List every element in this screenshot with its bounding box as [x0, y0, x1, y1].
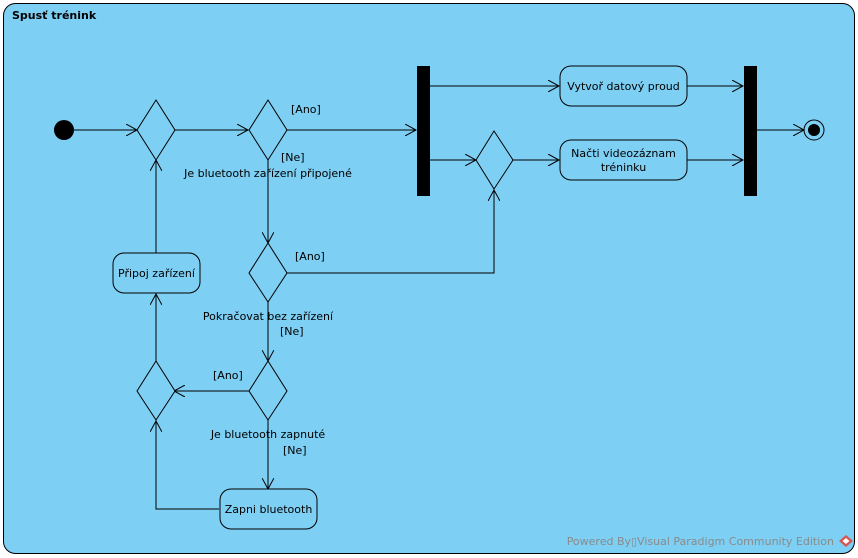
- edge-continue-yes-to-merge: [287, 190, 494, 274]
- merge-node-top: [136, 99, 176, 161]
- guard-connected-yes: [Ano]: [291, 103, 321, 116]
- guard-enabled-yes: [Ano]: [213, 369, 243, 382]
- guard-continue-no: [Ne]: [280, 325, 304, 338]
- merge-node-bottom: [136, 360, 176, 421]
- edge-enable-bt-to-merge: [156, 421, 219, 510]
- action-load-video: Načti videozáznam tréninku: [559, 139, 688, 181]
- decision-bt-enabled: [248, 360, 288, 421]
- decision-continue-without: [248, 242, 288, 303]
- action-load-video-label-line1: Načti videozáznam: [571, 147, 676, 160]
- join-bar: [744, 66, 757, 196]
- action-connect-device: Připoj zařízení: [112, 252, 201, 294]
- initial-node: [54, 120, 74, 140]
- decision-nodes: [136, 99, 514, 421]
- visual-paradigm-logo-icon: [839, 535, 853, 547]
- guard-connected-no: [Ne]: [281, 151, 305, 164]
- guard-enabled-no: [Ne]: [283, 444, 307, 457]
- decision-continue-without-label: Pokračovat bez zařízení: [203, 310, 334, 323]
- action-enable-bluetooth: Zapni bluetooth: [219, 488, 318, 530]
- fork-bar: [417, 66, 430, 196]
- edges: [74, 86, 804, 510]
- decision-bt-connected-label: Je bluetooth zařízení připojené: [183, 167, 352, 180]
- action-enable-bluetooth-label: Zapni bluetooth: [225, 503, 313, 516]
- final-node: [803, 119, 825, 141]
- decision-bt-connected: [248, 99, 288, 161]
- watermark-text: Powered By▯Visual Paradigm Community Edi…: [567, 535, 834, 548]
- decision-bt-enabled-label: Je bluetooth zapnuté: [210, 428, 326, 441]
- activity-title: Spusť trénink: [12, 9, 97, 22]
- merge-node-video: [475, 130, 514, 190]
- action-load-video-label-line2: tréninku: [601, 161, 646, 174]
- action-create-stream: Vytvoř datový proud: [559, 65, 688, 107]
- guard-continue-yes: [Ano]: [295, 250, 325, 263]
- action-create-stream-label: Vytvoř datový proud: [567, 80, 680, 93]
- action-connect-device-label: Připoj zařízení: [118, 267, 196, 280]
